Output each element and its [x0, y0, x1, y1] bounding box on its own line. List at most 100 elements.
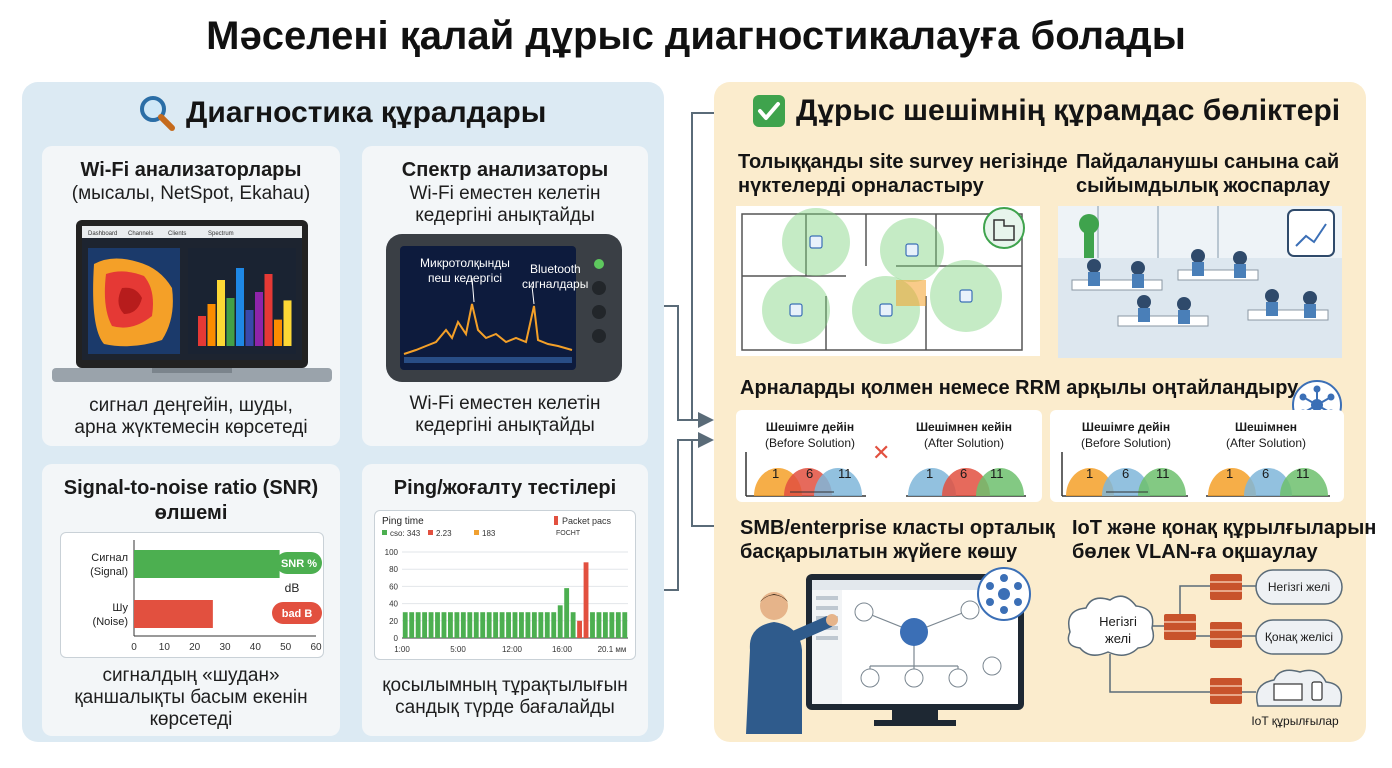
ping-x-tick: 1:00	[394, 645, 410, 654]
after-a-ch6: 6	[960, 466, 968, 481]
ping-right-swatch	[554, 516, 558, 525]
ping-y-tick: 0	[394, 634, 399, 643]
before-label-a-1: Шешімге дейін	[765, 420, 855, 434]
after-b-ch1: 1	[1226, 466, 1234, 481]
laptop-bar	[226, 298, 235, 346]
laptop-tab: Dashboard	[88, 231, 117, 237]
vlan-node-main: Негізгі желі	[1267, 580, 1331, 594]
snr-category-label: Сигнал	[91, 552, 128, 564]
spectrum-analyzer-caption-1: Wi-Fi еместен келетін	[409, 393, 601, 414]
ping-bar	[551, 612, 557, 638]
snr-title-1: Signal-to-noise ratio (SNR)	[63, 477, 319, 499]
wifi-analyzers-card: Wi-Fi анализаторлары (мысалы, NetSpot, E…	[42, 146, 340, 446]
ping-x-tick: 16:00	[552, 645, 573, 654]
laptop-bar	[198, 316, 206, 346]
page-title: Мәселені қалай дұрыс диагностикалауға бо…	[206, 14, 1186, 58]
spectrum-analyzer-caption-2: кедергіні анықтайды	[415, 415, 595, 436]
ping-legend-label: 183	[482, 529, 496, 538]
ping-right-label: FOCHT	[556, 530, 581, 537]
vlan-title-2: бөлек VLAN-ға оқшаулау	[1072, 541, 1318, 563]
solution-components-title-text: Дұрыс шешімнің құрамдас бөліктері	[796, 94, 1341, 127]
before-b-ch11: 11	[1156, 466, 1170, 481]
laptop-bar	[255, 292, 263, 346]
survey-title-1: Толыққанды site survey негізінде	[738, 151, 1068, 173]
ping-caption-1: қосылымның тұрақтылығын	[382, 675, 628, 696]
laptop-tab: Clients	[168, 231, 186, 237]
spectrum-device-illustration	[386, 234, 622, 382]
laptop-tab: Channels	[128, 231, 153, 237]
after-label-b-1: Шешімнен	[1234, 420, 1298, 434]
ping-bar	[499, 612, 505, 638]
central-management-illustration	[746, 567, 1031, 734]
diagnostic-tools-title-text: Диагностика құралдары	[186, 96, 547, 129]
vlan-main-network-label-1: Негізгі	[1099, 614, 1137, 629]
snr-x-tick: 40	[250, 642, 262, 653]
snr-caption-2: қаншалықты басым екенін	[74, 687, 308, 708]
office-illustration	[1058, 206, 1342, 358]
floorplan-illustration	[736, 206, 1040, 356]
snr-badge-bad-label: bad B	[282, 608, 313, 620]
vlan-node-guest: Қонақ желісі	[1264, 630, 1334, 644]
ping-legend-swatch	[474, 530, 479, 535]
capacity-title-2: сыйымдылық жоспарлау	[1076, 175, 1331, 197]
channel-overlap-after-a	[906, 468, 1026, 497]
ping-bar	[622, 612, 628, 638]
ping-chart-title: Ping time	[382, 516, 424, 527]
ping-bar	[428, 612, 434, 638]
before-b-ch1: 1	[1086, 466, 1094, 481]
laptop-bar	[217, 280, 225, 346]
vlan-diagram	[1067, 569, 1343, 707]
snr-x-tick: 10	[159, 642, 171, 653]
laptop-bar	[274, 319, 282, 346]
snr-category-label: (Signal)	[90, 566, 128, 578]
ping-bar	[531, 612, 537, 638]
cross-icon: ✕	[872, 440, 891, 465]
snr-x-tick: 20	[189, 642, 201, 653]
before-a-ch11: 11	[838, 466, 852, 481]
ping-bar	[467, 612, 473, 638]
wifi-analyzers-caption-2: арна жүктемесін көрсетеді	[74, 417, 308, 438]
ping-y-tick: 20	[389, 617, 398, 626]
ping-bar	[486, 612, 492, 638]
capacity-title-1: Пайдаланушы санына сай	[1076, 151, 1340, 173]
ping-bar	[615, 612, 621, 638]
ping-bar	[454, 612, 460, 638]
before-label-a-2: (Before Solution)	[764, 436, 856, 450]
ping-bar	[602, 612, 608, 638]
ping-legend-label: cso: 343	[390, 529, 421, 538]
ping-x-tick: 12:00	[502, 645, 523, 654]
vlan-main-network-label-2: желі	[1105, 631, 1131, 646]
ping-bar	[583, 562, 589, 638]
smb-title-2: басқарылатын жүйеге көшу	[740, 541, 1018, 563]
ping-bar	[590, 612, 595, 638]
spectrum-analyzer-subtitle-2: кедергіні анықтайды	[415, 205, 595, 226]
ping-bar	[577, 620, 582, 638]
ping-bar	[435, 612, 440, 638]
ping-card: Ping/жоғалту тестілері Ping time cso: 343…	[362, 464, 648, 736]
ping-bar	[570, 612, 576, 638]
spectrum-label-bluetooth-1: Bluetooth	[530, 262, 581, 276]
before-a-ch6: 6	[806, 466, 814, 481]
after-label-b-2: (After Solution)	[1225, 436, 1307, 450]
snr-badge-bad	[272, 602, 322, 624]
ping-bar	[609, 612, 615, 638]
ping-bar	[460, 612, 466, 638]
wifi-analyzers-caption-1: сигнал деңгейін, шуды,	[89, 395, 293, 416]
snr-x-tick: 30	[219, 642, 231, 653]
after-a-ch11: 11	[990, 466, 1004, 481]
laptop-tab: Spectrum	[208, 231, 234, 237]
snr-caption-1: сигналдың «шудан»	[102, 665, 280, 686]
ping-legend-swatch	[382, 530, 387, 535]
spectrum-label-microwave-1: Микротолқынды	[420, 256, 510, 270]
after-label-a-1: Шешімнен кейін	[915, 420, 1013, 434]
ping-bar	[506, 612, 511, 638]
ping-title: Ping/жоғалту тестілері	[393, 477, 617, 499]
ping-bar	[519, 612, 524, 638]
channels-title: Арналарды қолмен немесе RRM арқылы оңтай…	[740, 377, 1299, 399]
ping-bar	[596, 612, 602, 638]
spectrum-label-bluetooth-2: сигналдары	[522, 277, 589, 291]
ping-right-label: Packet pacs	[562, 516, 612, 526]
channel-overlap-before-b	[1061, 452, 1188, 497]
ping-bar	[402, 612, 408, 638]
